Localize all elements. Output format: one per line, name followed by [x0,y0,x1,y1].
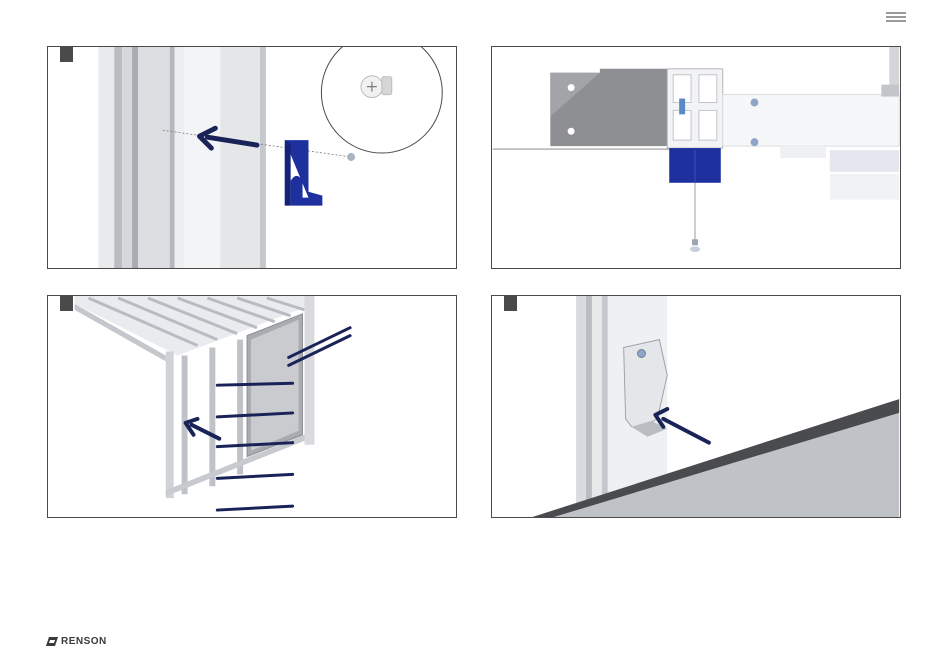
illustration-bracket-on-post [492,296,900,517]
menu-button[interactable] [886,10,906,24]
instruction-panel-4 [491,295,901,518]
instruction-panel-2 [491,46,901,269]
step-marker-1 [60,47,73,62]
step-marker-3 [60,296,73,311]
illustration-profile-section [492,47,900,268]
renson-logo-icon [46,637,58,646]
logo-text: RENSON [61,636,107,647]
renson-logo: RENSON [46,634,107,648]
instruction-panel-1 [47,46,457,269]
illustration-bracket-mount [48,47,456,268]
menu-line [886,12,906,14]
step-marker-4 [504,296,517,311]
screw-detail [361,76,392,98]
illustration-pergola-slats [48,296,456,517]
instruction-panel-3 [47,295,457,518]
menu-line [886,20,906,22]
menu-line [886,16,906,18]
